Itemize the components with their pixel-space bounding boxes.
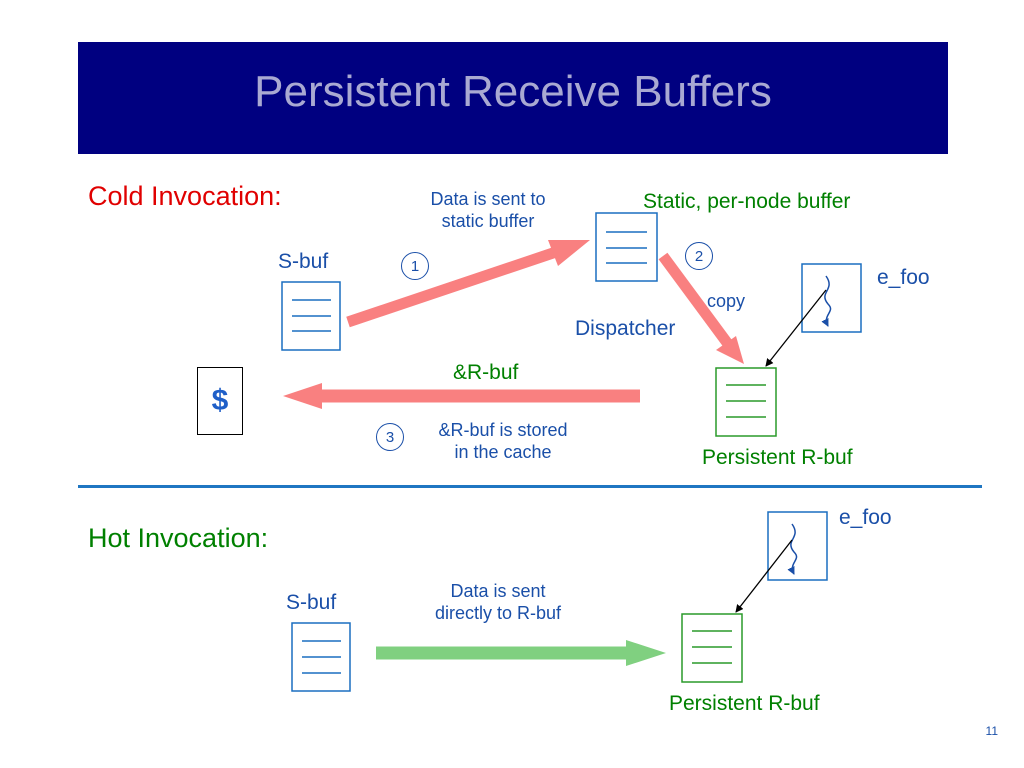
step3-number-badge: 3 [376, 423, 404, 451]
cold-sbuf-label: S-buf [278, 250, 329, 273]
cold-efoo-code-icon [801, 263, 862, 333]
hot-efoo-label: e_foo [839, 506, 892, 529]
cold-invocation-heading: Cold Invocation: [88, 181, 282, 211]
section-divider [78, 485, 982, 488]
step1-number-badge: 1 [401, 252, 429, 280]
hot-efoo-code-icon [767, 511, 828, 581]
dispatcher-label: Dispatcher [575, 317, 676, 340]
hot-persistent-rbuf-label: Persistent R-buf [669, 692, 820, 715]
hot-persistent-rbuf-doc-icon [681, 613, 743, 683]
slide-title: Persistent Receive Buffers [254, 67, 772, 116]
step2-number-badge: 2 [685, 242, 713, 270]
pointer-efoo-to-hot-rbuf [735, 539, 793, 613]
arrow-sbuf-to-rbuf-direct [376, 640, 666, 666]
cold-persistent-rbuf-doc-icon [715, 367, 777, 437]
step1-caption: Data is sent to static buffer [388, 189, 588, 232]
step1-caption-line1: Data is sent to [430, 189, 546, 209]
cold-efoo-label: e_foo [877, 266, 930, 289]
pointer-efoo-to-cold-rbuf [765, 289, 827, 367]
title-banner: Persistent Receive Buffers [78, 42, 948, 154]
arrow-static-to-rbuf [658, 252, 744, 364]
arrow-sbuf-to-static [346, 240, 590, 328]
copy-label: copy [707, 291, 746, 311]
arrow-rbuf-to-cache [283, 383, 640, 409]
step3-caption: &R-buf is stored in the cache [403, 420, 603, 463]
hot-sbuf-doc-icon [291, 622, 351, 692]
cold-persistent-rbuf-label: Persistent R-buf [702, 446, 853, 469]
step3-caption-line1: &R-buf is stored [438, 420, 568, 440]
hot-invocation-heading: Hot Invocation: [88, 523, 269, 553]
cold-sbuf-doc-icon [281, 281, 341, 351]
direct-send-caption-line2: directly to R-buf [434, 602, 562, 623]
page-number: 11 [985, 724, 998, 738]
step3-caption-line2: in the cache [454, 441, 552, 462]
static-buffer-label: Static, per-node buffer [643, 190, 851, 213]
rbuf-reference-label: &R-buf [453, 361, 519, 384]
direct-send-caption-line1: Data is sent [450, 581, 546, 601]
step1-caption-line2: static buffer [441, 210, 535, 231]
hot-sbuf-label: S-buf [286, 591, 337, 614]
direct-send-caption: Data is sent directly to R-buf [398, 581, 598, 624]
static-buffer-doc-icon [595, 212, 658, 282]
cache-box: $ [197, 367, 243, 435]
